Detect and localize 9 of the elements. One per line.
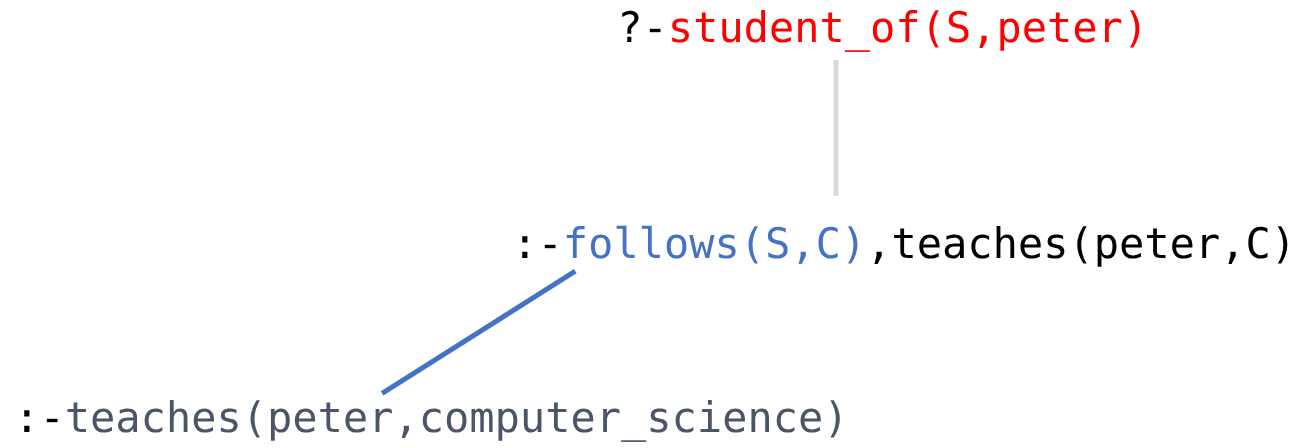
code-text: ?- [622, 10, 661, 42]
code-text: follows(S,C) [566, 225, 858, 264]
connector-line [380, 269, 577, 396]
code-text: ,teaches(peter,C) [874, 226, 1288, 267]
connector-line [833, 60, 839, 196]
code-text: :- [522, 236, 556, 258]
code-text: :- [24, 410, 58, 432]
code-text: student_of(S,peter) [672, 10, 1140, 52]
code-text: teaches(peter,computer_science) [67, 400, 840, 442]
